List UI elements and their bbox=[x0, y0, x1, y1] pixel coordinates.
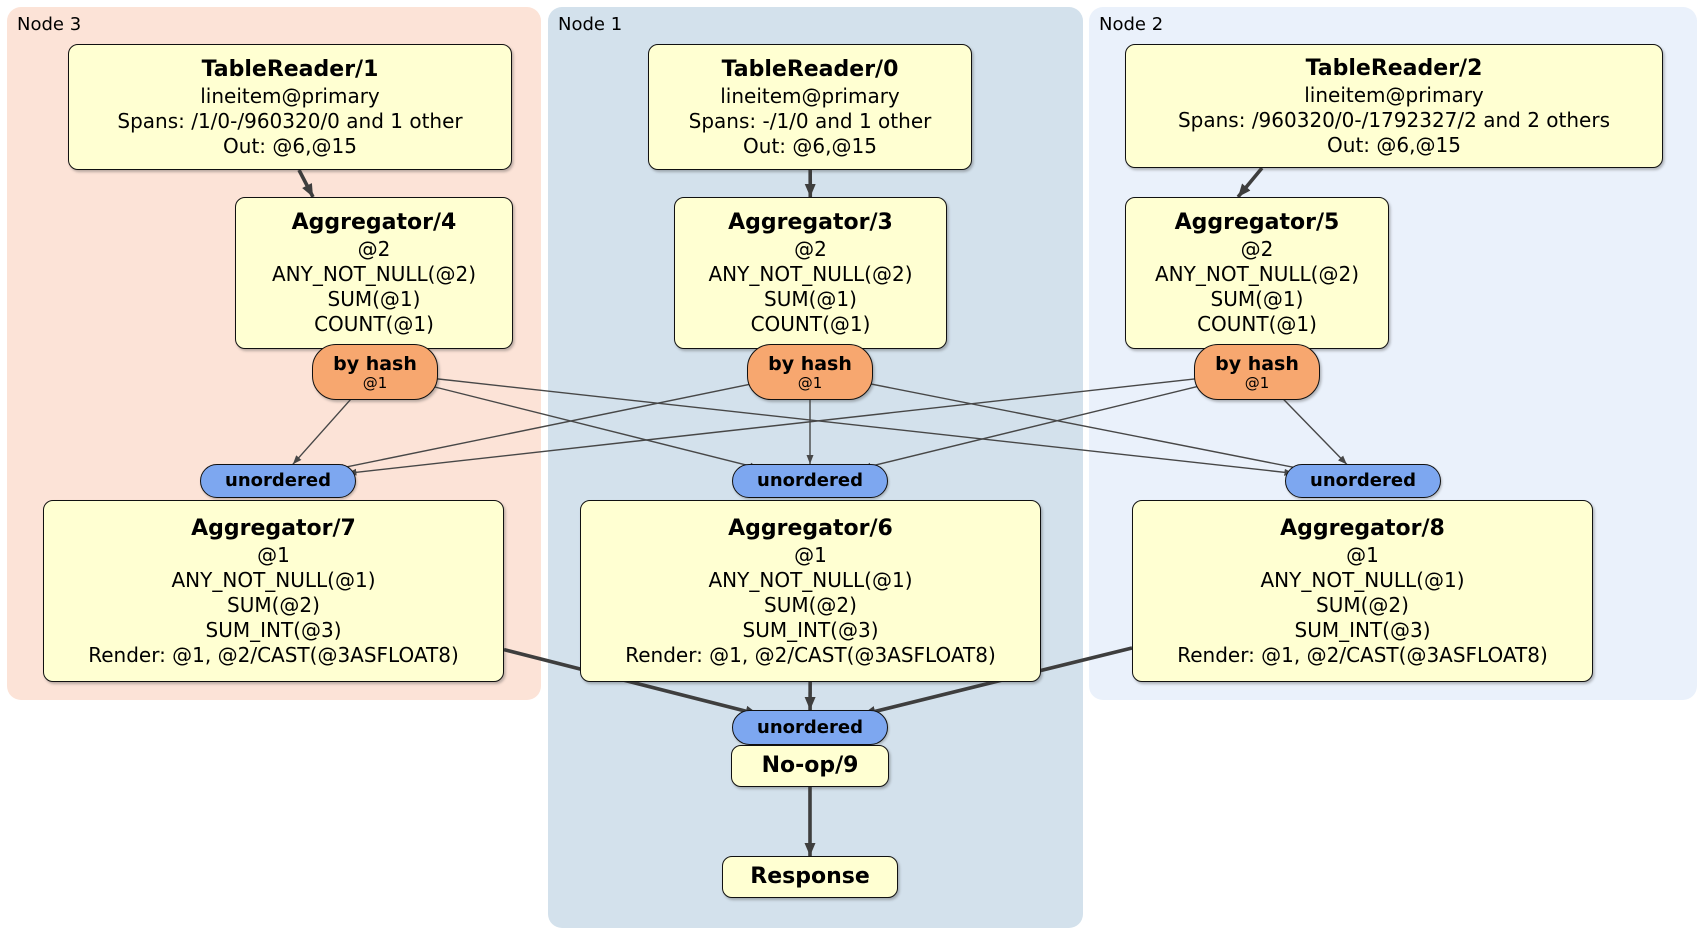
node-title: Aggregator/5 bbox=[1174, 210, 1340, 235]
region-label-node-2: Node 2 bbox=[1099, 14, 1164, 35]
node-title: TableReader/0 bbox=[721, 56, 899, 82]
node-title: Aggregator/7 bbox=[191, 515, 356, 541]
node-detail-line: SUM(@1) bbox=[327, 287, 421, 311]
stream-label: unordered bbox=[225, 470, 331, 491]
unordered-stream-node2: unordered bbox=[1285, 464, 1441, 498]
node-detail-line: Out: @6,@15 bbox=[1327, 132, 1461, 157]
node-detail-line: Spans: /960320/0-/1792327/2 and 2 others bbox=[1177, 107, 1610, 132]
router-label: by hash bbox=[768, 352, 852, 375]
router-label: by hash bbox=[1215, 352, 1299, 375]
node-detail-line: @2 bbox=[1240, 237, 1274, 261]
node-detail-line: @1 bbox=[794, 542, 827, 567]
stream-label: unordered bbox=[757, 716, 863, 738]
router-label: by hash bbox=[333, 352, 417, 375]
node-title: Aggregator/6 bbox=[728, 515, 893, 541]
unordered-stream-final: unordered bbox=[732, 710, 888, 745]
by-hash-router-node3: by hash @1 bbox=[312, 344, 438, 400]
node-detail-line: Render: @1, @2/CAST(@3ASFLOAT8) bbox=[88, 642, 459, 667]
node-detail-line: SUM_INT(@3) bbox=[1294, 617, 1431, 642]
router-key: @1 bbox=[362, 373, 388, 392]
node-aggregator-8: Aggregator/8 @1 ANY_NOT_NULL(@1) SUM(@2)… bbox=[1132, 500, 1593, 682]
node-detail-line: @1 bbox=[257, 542, 290, 567]
node-detail-line: ANY_NOT_NULL(@1) bbox=[171, 567, 376, 592]
node-detail-line: lineitem@primary bbox=[720, 83, 900, 108]
node-detail-line: Render: @1, @2/CAST(@3ASFLOAT8) bbox=[625, 642, 996, 667]
node-detail-line: SUM(@1) bbox=[764, 287, 857, 311]
node-detail-line: Render: @1, @2/CAST(@3ASFLOAT8) bbox=[1177, 642, 1548, 667]
node-noop-9: No-op/9 bbox=[731, 745, 889, 787]
node-detail-line: SUM(@2) bbox=[1316, 592, 1409, 617]
node-detail-line: Out: @6,@15 bbox=[743, 133, 877, 158]
node-detail-line: lineitem@primary bbox=[200, 83, 380, 108]
node-aggregator-3: Aggregator/3 @2 ANY_NOT_NULL(@2) SUM(@1)… bbox=[674, 197, 947, 349]
node-detail-line: ANY_NOT_NULL(@2) bbox=[1155, 262, 1359, 286]
stream-label: unordered bbox=[757, 470, 863, 491]
node-detail-line: COUNT(@1) bbox=[750, 312, 871, 336]
node-tablereader-1: TableReader/1 lineitem@primary Spans: /1… bbox=[68, 44, 512, 170]
node-aggregator-6: Aggregator/6 @1 ANY_NOT_NULL(@1) SUM(@2)… bbox=[580, 500, 1041, 682]
node-tablereader-2: TableReader/2 lineitem@primary Spans: /9… bbox=[1125, 44, 1663, 168]
region-label-node-3: Node 3 bbox=[17, 14, 82, 35]
node-detail-line: @2 bbox=[794, 237, 827, 261]
node-detail-line: COUNT(@1) bbox=[1197, 312, 1317, 336]
node-response: Response bbox=[722, 856, 898, 898]
node-detail-line: Spans: -/1/0 and 1 other bbox=[688, 108, 932, 133]
node-tablereader-0: TableReader/0 lineitem@primary Spans: -/… bbox=[648, 44, 972, 170]
region-label-node-1: Node 1 bbox=[558, 14, 623, 35]
node-aggregator-5: Aggregator/5 @2 ANY_NOT_NULL(@2) SUM(@1)… bbox=[1125, 197, 1389, 349]
node-detail-line: ANY_NOT_NULL(@2) bbox=[272, 262, 476, 286]
node-detail-line: ANY_NOT_NULL(@1) bbox=[708, 567, 913, 592]
node-title: TableReader/1 bbox=[201, 56, 379, 82]
unordered-stream-node3: unordered bbox=[200, 464, 356, 498]
node-detail-line: Spans: /1/0-/960320/0 and 1 other bbox=[117, 108, 463, 133]
node-title: Aggregator/3 bbox=[728, 210, 893, 235]
node-detail-line: SUM_INT(@3) bbox=[205, 617, 342, 642]
unordered-stream-node1: unordered bbox=[732, 464, 888, 498]
node-title: Aggregator/8 bbox=[1280, 515, 1445, 541]
stream-label: unordered bbox=[1310, 470, 1416, 491]
node-detail-line: lineitem@primary bbox=[1304, 82, 1484, 107]
node-detail-line: @2 bbox=[357, 237, 391, 261]
node-detail-line: COUNT(@1) bbox=[314, 312, 434, 336]
node-detail-line: Out: @6,@15 bbox=[223, 133, 357, 158]
router-key: @1 bbox=[1244, 373, 1270, 392]
node-detail-line: @1 bbox=[1346, 542, 1379, 567]
node-aggregator-7: Aggregator/7 @1 ANY_NOT_NULL(@1) SUM(@2)… bbox=[43, 500, 504, 682]
node-detail-line: ANY_NOT_NULL(@2) bbox=[708, 262, 913, 286]
node-detail-line: ANY_NOT_NULL(@1) bbox=[1260, 567, 1465, 592]
by-hash-router-node1: by hash @1 bbox=[747, 344, 873, 400]
node-detail-line: SUM(@1) bbox=[1210, 287, 1304, 311]
node-detail-line: SUM(@2) bbox=[764, 592, 857, 617]
router-key: @1 bbox=[797, 373, 823, 392]
node-title: Aggregator/4 bbox=[291, 210, 457, 235]
node-detail-line: SUM(@2) bbox=[227, 592, 320, 617]
by-hash-router-node2: by hash @1 bbox=[1194, 344, 1320, 400]
node-title: TableReader/2 bbox=[1305, 55, 1483, 81]
node-title: No-op/9 bbox=[761, 753, 859, 778]
node-title: Response bbox=[750, 864, 870, 889]
node-detail-line: SUM_INT(@3) bbox=[742, 617, 879, 642]
node-aggregator-4: Aggregator/4 @2 ANY_NOT_NULL(@2) SUM(@1)… bbox=[235, 197, 513, 349]
